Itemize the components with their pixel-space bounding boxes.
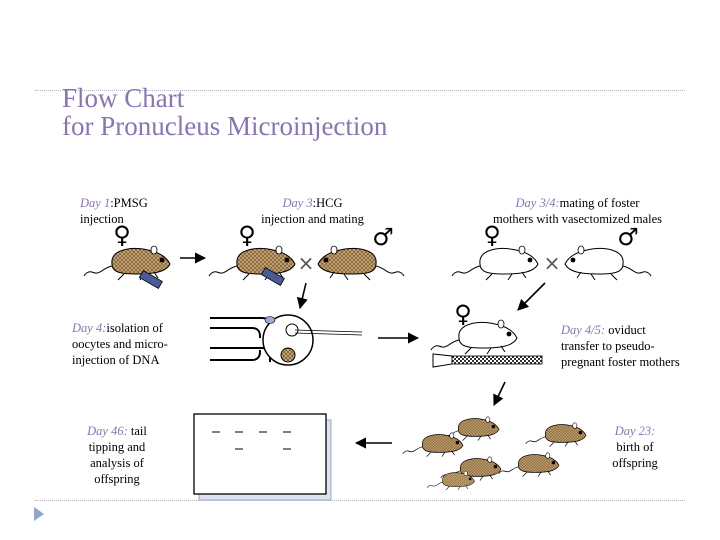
day46-tag: Day 46: <box>87 424 128 438</box>
step-day1-label: Day 1:PMSG injection <box>80 196 148 226</box>
step-day3-label: Day 3:HCG injection and mating <box>261 196 364 226</box>
day23-tag: Day 23: <box>614 424 656 438</box>
polar-body <box>264 316 276 324</box>
microinjection-apparatus <box>210 317 271 362</box>
syringe-day1 <box>138 269 163 290</box>
bottom-divider <box>35 500 685 501</box>
male-symbol-2: ♂ <box>617 223 639 251</box>
female-symbol-1: ♀ <box>113 221 131 249</box>
slide-bullet-icon <box>34 507 44 521</box>
transfer-pipette <box>451 355 543 365</box>
day3-tag: Day 3 <box>282 196 313 210</box>
mouse-foster-female <box>451 245 539 281</box>
mouse-pseudopregnant-foster <box>430 319 518 355</box>
arrow-foster-to-transfer <box>517 282 546 311</box>
title-line-1: Flow Chart <box>62 83 185 113</box>
female-symbol-3: ♀ <box>483 221 501 249</box>
step-day23-label: Day 23: birth of offspring <box>612 424 658 470</box>
step-day46-label: Day 46: tail tipping and analysis of off… <box>87 424 147 486</box>
cross-symbol-1: × <box>298 251 315 275</box>
day4-5-tag: Day 4/5: <box>561 323 606 337</box>
day3-4-tag: Day 3/4: <box>515 196 560 210</box>
injection-needle <box>294 329 363 336</box>
mouse-day3-male <box>317 245 405 281</box>
step-day4-5-label: Day 4/5: oviduct transfer to pseudo- pre… <box>561 323 680 369</box>
pronucleus-2 <box>280 347 296 363</box>
step-day4-label: Day 4:isolation of oocytes and micro- in… <box>72 321 168 367</box>
gel-box <box>193 413 327 495</box>
mouse-day3-female <box>208 245 296 287</box>
arrow-transfer-to-birth <box>493 381 506 407</box>
arrow-day3-to-injection <box>296 282 308 310</box>
day4-tag: Day 4: <box>72 321 107 335</box>
step-day3-4-label: Day 3/4:mating of foster mothers with va… <box>492 196 663 226</box>
male-symbol-1: ♂ <box>372 223 394 251</box>
page-title: Flow Chart for Pronucleus Microinjection <box>62 84 387 140</box>
cross-symbol-2: × <box>544 251 561 275</box>
female-symbol-2: ♀ <box>238 221 256 249</box>
title-line-2: for Pronucleus Microinjection <box>62 111 388 141</box>
mouse-day1-female <box>83 245 171 290</box>
day1-tag: Day 1 <box>80 196 111 210</box>
female-symbol-4: ♀ <box>454 300 472 328</box>
top-divider <box>35 90 685 91</box>
transfer-pipette-tip <box>432 353 453 368</box>
gel-bands <box>212 431 291 450</box>
oocyte <box>262 314 314 366</box>
mouse-vasectomized-male <box>564 245 652 281</box>
syringe-day3 <box>260 266 285 287</box>
offspring-litter <box>402 416 587 491</box>
